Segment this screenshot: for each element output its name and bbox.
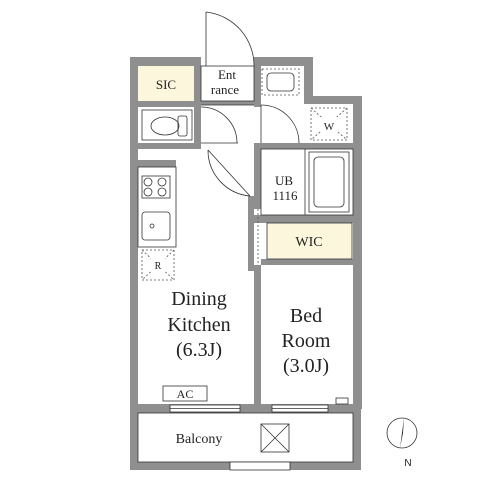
washstand-fixture	[261, 68, 300, 96]
interior-walls	[138, 57, 354, 410]
toilet-door[interactable]	[200, 106, 238, 144]
balcony-rail-opening	[229, 461, 291, 471]
bedroom-size: (3.0J)	[283, 355, 329, 377]
sic-storage-fill	[138, 66, 194, 101]
ac-unit	[162, 385, 208, 402]
balcony-outline	[137, 412, 354, 463]
bedroom-vent	[335, 397, 349, 405]
dining-kitchen-label-2: Kitchen	[167, 314, 230, 336]
dining-kitchen-label-1: Dining	[171, 288, 227, 310]
balcony-windows	[169, 404, 329, 413]
washroom-door[interactable]	[260, 104, 300, 144]
ub-label-2: 1116	[272, 188, 298, 203]
balcony-label: Balcony	[176, 432, 223, 447]
entrance-area	[200, 65, 255, 102]
entrance-label-1: Ent	[218, 67, 236, 82]
fridge-label: R	[155, 261, 162, 272]
bedroom-label-2: Room	[282, 330, 331, 352]
ac-label: AC	[177, 387, 194, 401]
dining-kitchen-size: (6.3J)	[176, 339, 222, 361]
kitchen-counter	[137, 166, 177, 248]
wic-outline	[266, 222, 353, 260]
unit-bath-outline	[260, 148, 354, 216]
north-label: N	[404, 458, 411, 469]
outdoor-unit	[260, 423, 290, 453]
bedroom-label-1: Bed	[290, 305, 322, 327]
toilet-fixture	[141, 109, 193, 141]
wic-label: WIC	[295, 235, 322, 250]
fridge-space	[141, 249, 175, 281]
entrance-label-2: rance	[211, 82, 239, 97]
washer-label: W	[324, 121, 335, 133]
washer-space	[310, 107, 348, 141]
sic-label: SIC	[156, 77, 176, 92]
entrance-door[interactable]	[205, 11, 255, 67]
wic-storage-fill	[267, 223, 352, 259]
north-compass-icon	[386, 417, 418, 449]
dk-door[interactable]	[207, 149, 251, 197]
bathtub-fixture	[308, 151, 350, 213]
ub-label-1: UB	[275, 173, 293, 188]
